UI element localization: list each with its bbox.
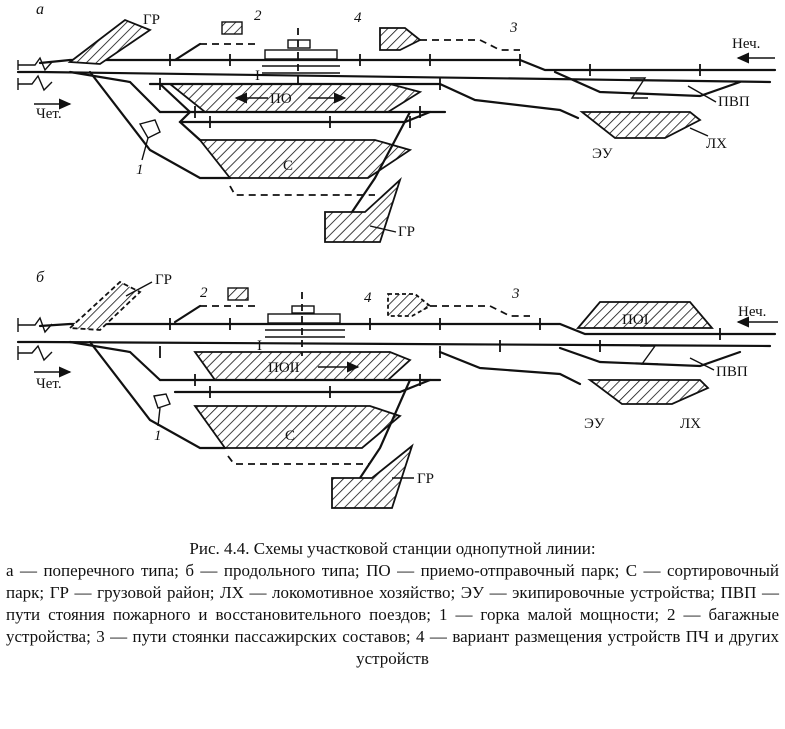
gr-top-area [67, 18, 152, 65]
label-eu: ЭУ [592, 146, 613, 162]
label-pvp: ПВП [718, 94, 750, 110]
variant-4-area-b [387, 293, 432, 317]
label-c: С [283, 158, 293, 174]
baggage-track-b [173, 304, 202, 324]
lh-area [579, 111, 702, 139]
baggage-2-box-b [227, 287, 249, 301]
left-stub-lower-b [17, 344, 53, 362]
label-num3-b: 3 [511, 286, 520, 302]
loco-lead-b [438, 350, 582, 386]
lh-area-b [587, 379, 710, 405]
pvp-track [553, 70, 742, 98]
main-track-lower-b [16, 340, 772, 348]
gr-bottom-area [324, 177, 402, 243]
pvp-zigzag [630, 77, 648, 99]
lead-to-po [68, 70, 162, 114]
baggage-track [173, 42, 202, 62]
label-num2: 2 [254, 8, 262, 24]
po-park-area [167, 83, 423, 113]
c-park-area [198, 139, 413, 179]
c-park-top-track-b [173, 378, 432, 394]
caption-title: Рис. 4.4. Схемы участковой станции одноп… [189, 539, 596, 558]
leader-num1-b [157, 407, 161, 427]
label-roman-one-b: I [257, 338, 262, 354]
po2-park-area [193, 351, 412, 381]
lead-to-po-b [68, 340, 162, 382]
label-num1-b: 1 [154, 428, 162, 444]
label-gr-top: ГР [143, 12, 160, 28]
leader-lh [689, 127, 709, 137]
label-nech: Неч. [732, 36, 760, 52]
label-num3: 3 [509, 20, 518, 36]
hump-1-shape-b [153, 393, 171, 409]
pvp-zigzag-b [640, 345, 658, 365]
left-stub-lower [17, 74, 53, 92]
lead-cross [158, 82, 202, 142]
leader-pvp-b [689, 357, 715, 371]
station-building-b [267, 313, 341, 324]
station-building-top [287, 39, 311, 49]
gr-bottom-area-b [331, 443, 414, 509]
c-park-bottom-dash [229, 185, 375, 196]
panel-b-switch-ticks [159, 318, 721, 398]
label-num1: 1 [136, 162, 144, 178]
panel-b-letter: б [36, 269, 45, 286]
hump-1-shape [138, 119, 161, 139]
label-eu-b: ЭУ [584, 416, 605, 432]
passenger-stock-dash-b [430, 305, 530, 317]
label-po: ПО [270, 91, 292, 107]
main-track-upper [38, 58, 777, 72]
panel-a-transverse: a ПО С 1 ГР ГР 2 [16, 1, 777, 243]
passenger-stock-dash [420, 39, 520, 51]
hump-lead-b [88, 340, 227, 450]
label-roman-one: I [255, 68, 260, 84]
baggage-2-box [221, 21, 243, 35]
variant-4-area [379, 27, 422, 51]
gr-bottom-lead-b [358, 378, 412, 480]
label-po1: ПОI [622, 312, 649, 328]
label-pvp-b: ПВП [716, 364, 748, 380]
panel-b-longitudinal: б ПОII ПОI С 1 ГР ГР 2 [16, 269, 778, 509]
label-chet-b: Чет. [36, 376, 62, 392]
main-track-lower [16, 70, 772, 84]
c-park-top-track [178, 110, 432, 124]
platform-lines [262, 65, 340, 74]
label-gr-bottom-b: ГР [417, 471, 434, 487]
station-schemes-figure: a ПО С 1 ГР ГР 2 [16, 1, 778, 509]
leader-pvp [687, 85, 717, 103]
label-num4: 4 [354, 10, 362, 26]
caption-body: а — поперечного типа; б — продольного ти… [6, 561, 779, 668]
main-track-upper-b [38, 322, 777, 336]
figure-caption: Рис. 4.4. Схемы участковой станции одноп… [0, 538, 785, 670]
c-park-bottom-dash-b [227, 455, 370, 465]
left-stub-upper [17, 56, 53, 72]
leader-num1 [141, 137, 149, 161]
label-chet: Чет. [36, 106, 62, 122]
gr-top-area-b [67, 280, 142, 331]
label-po2: ПОII [268, 360, 300, 376]
po1-park-area [576, 301, 714, 329]
hump-lead [88, 70, 232, 180]
c-park-area-b [193, 405, 402, 449]
label-num2-b: 2 [200, 285, 208, 301]
label-gr-bottom: ГР [398, 224, 415, 240]
label-lh: ЛХ [706, 136, 727, 152]
gr-bottom-lead [348, 110, 412, 217]
label-num4-b: 4 [364, 290, 372, 306]
platform-lines-b [265, 329, 345, 338]
station-building [264, 49, 338, 60]
label-lh-b: ЛХ [680, 416, 701, 432]
panel-a-switch-ticks [159, 54, 701, 128]
loco-lead [438, 82, 580, 120]
panel-a-letter: a [36, 1, 44, 18]
leader-gr-bottom [369, 225, 397, 233]
station-building-top-b [291, 305, 315, 314]
label-gr-top-b: ГР [155, 272, 172, 288]
left-stub-upper-b [17, 316, 53, 334]
leader-gr-top-b [125, 281, 153, 297]
label-nech-b: Неч. [738, 304, 766, 320]
label-c-b: С [285, 428, 295, 444]
